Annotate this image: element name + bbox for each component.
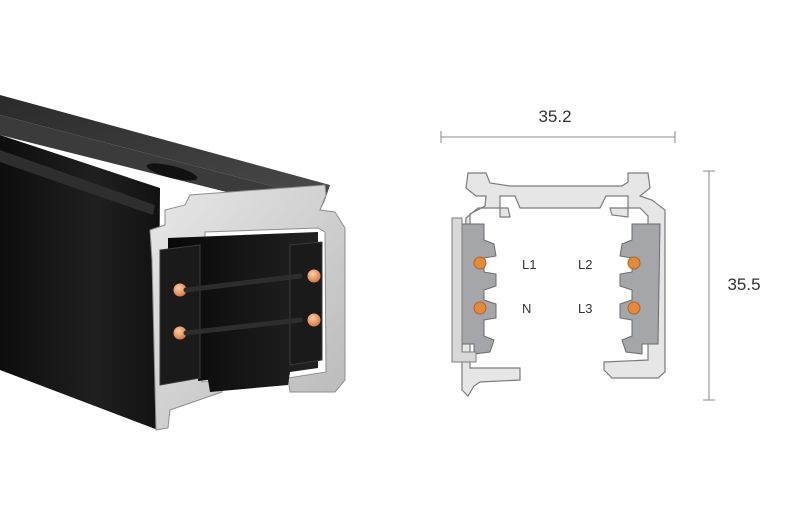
label-l2: L2 [578,257,592,272]
width-dimension-line [440,131,676,143]
label-l1: L1 [522,257,536,272]
label-l3: L3 [578,301,592,316]
label-n: N [522,301,531,316]
conductor-photo-3 [307,269,321,283]
conductor-n [473,301,487,315]
height-dimension-label: 35.5 [727,275,760,294]
cross-section-drawing: 35.2 35.5 L1 N L2 L3 [440,107,761,401]
aluminium-profile-outline [461,172,666,397]
conductor-photo-2 [173,326,187,340]
conductor-grooves [183,273,303,336]
track-side-face [0,135,160,430]
track-inner-channel [168,232,318,392]
left-insulator-frame [451,217,477,363]
conductor-l1 [473,256,487,270]
height-dimension-line [703,170,715,401]
conductor-l2 [627,256,641,270]
right-insulator [289,241,323,366]
right-insulator-block [619,223,661,355]
track-top-face [0,95,330,200]
track-3d-render [0,95,346,431]
track-top-slot [146,163,198,181]
conductor-photo-4 [307,313,321,327]
left-insulator [159,244,201,386]
width-dimension-label: 35.2 [538,107,571,126]
left-insulator-block [455,223,497,355]
conductor-photo-1 [173,283,187,297]
conductor-l3 [627,301,641,315]
track-side-highlight [0,150,155,215]
